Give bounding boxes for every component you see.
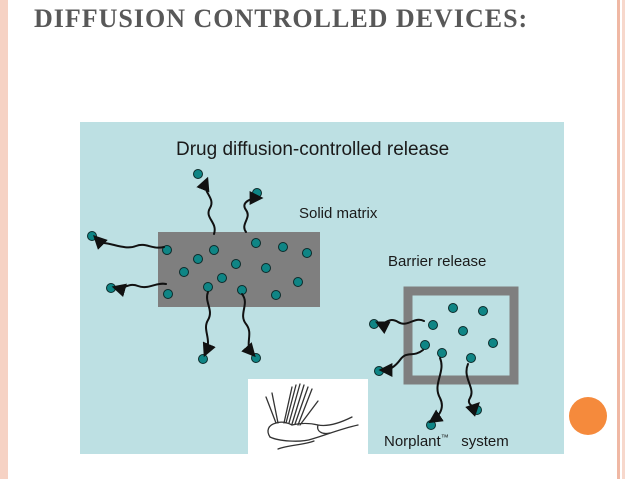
diffusion-diagram: Drug diffusion-controlled release Solid … <box>80 122 564 454</box>
right-border-line <box>617 0 620 479</box>
solid-matrix-label: Solid matrix <box>299 205 378 222</box>
slide-title: DIFFUSION CONTROLLED DEVICES: <box>34 4 529 33</box>
norplant-label-suffix: system <box>461 433 509 450</box>
left-border-band <box>0 0 8 479</box>
right-border-line-2 <box>622 0 625 479</box>
norplant-label: Norplant™ system <box>384 433 509 450</box>
barrier-frame <box>403 286 519 385</box>
norplant-hand-illustration <box>248 379 368 454</box>
matrix-particles <box>162 238 312 300</box>
orange-circle-decoration <box>569 397 607 435</box>
trademark-mark: ™ <box>440 433 449 442</box>
diagram-graphics <box>87 169 519 430</box>
diffusion-arrows <box>93 176 480 424</box>
norplant-label-name: Norplant <box>384 433 441 450</box>
hand-icon <box>265 383 359 450</box>
barrier-particles <box>420 303 498 363</box>
barrier-release-label: Barrier release <box>388 253 487 270</box>
diagram-title: Drug diffusion-controlled release <box>176 139 450 160</box>
